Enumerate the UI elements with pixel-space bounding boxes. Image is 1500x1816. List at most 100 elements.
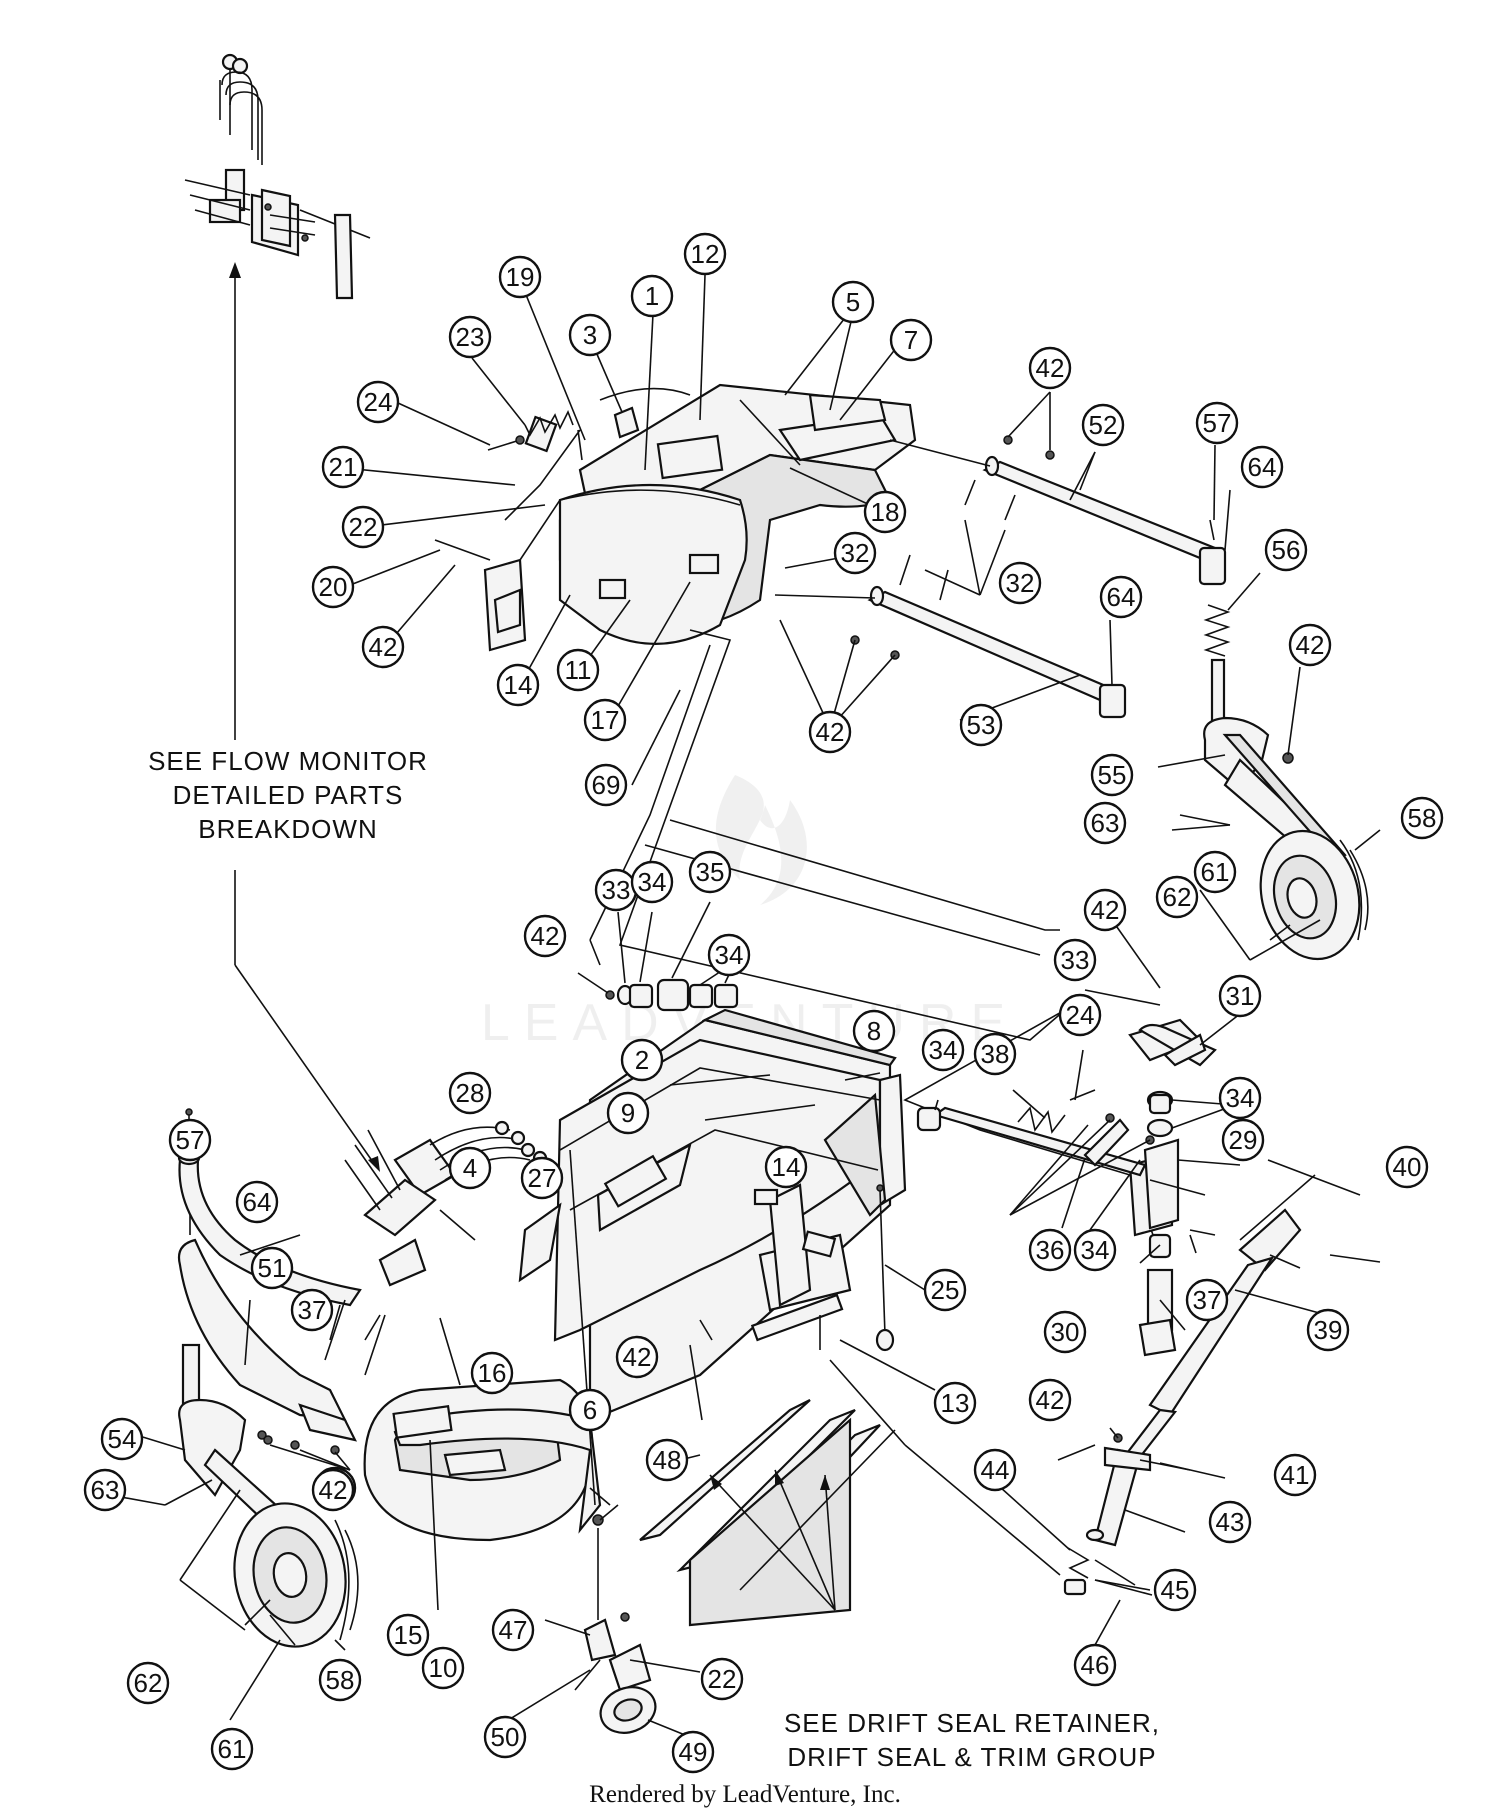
svg-text:42: 42 xyxy=(319,1475,348,1505)
credit-text: Rendered by LeadVenture, Inc. xyxy=(589,1781,901,1808)
svg-text:58: 58 xyxy=(326,1665,355,1695)
svg-text:43: 43 xyxy=(1216,1507,1245,1537)
callout: 45 xyxy=(1153,1568,1197,1612)
callout: 10 xyxy=(421,1646,465,1690)
callout: 50 xyxy=(483,1715,527,1759)
callout-bubbles: 19 1 12 5 7 23 3 24 21 22 20 42 14 11 17… xyxy=(83,232,1444,1774)
callout: 42 xyxy=(1028,346,1072,390)
drift-seal-note: SEE DRIFT SEAL RETAINER, DRIFT SEAL & TR… xyxy=(784,1708,1159,1772)
svg-text:64: 64 xyxy=(1248,452,1277,482)
callout: 1 xyxy=(630,274,674,318)
svg-text:2: 2 xyxy=(635,1045,649,1075)
svg-text:17: 17 xyxy=(591,705,620,735)
callout: 53 xyxy=(959,703,1003,747)
callout: 42 xyxy=(808,710,852,754)
callout: 35 xyxy=(688,850,732,894)
callout: 34 xyxy=(707,933,751,977)
svg-text:62: 62 xyxy=(1163,882,1192,912)
caster-assembly xyxy=(569,1149,657,1734)
callout: 54 xyxy=(100,1417,144,1461)
svg-text:42: 42 xyxy=(369,632,398,662)
svg-text:42: 42 xyxy=(1091,895,1120,925)
callout: 9 xyxy=(606,1091,650,1135)
svg-text:3: 3 xyxy=(583,320,597,350)
svg-text:15: 15 xyxy=(394,1620,423,1650)
svg-text:37: 37 xyxy=(1193,1285,1222,1315)
callout: 27 xyxy=(520,1156,564,1200)
flow-monitor-note-line-3: BREAKDOWN xyxy=(198,814,377,844)
svg-text:33: 33 xyxy=(602,875,631,905)
svg-text:14: 14 xyxy=(504,670,533,700)
svg-text:38: 38 xyxy=(981,1039,1010,1069)
callout: 6 xyxy=(568,1388,612,1432)
svg-text:63: 63 xyxy=(91,1475,120,1505)
lower-body-assembly xyxy=(518,1008,907,1422)
callout: 63 xyxy=(1083,801,1127,845)
svg-text:12: 12 xyxy=(691,239,720,269)
callout: 33 xyxy=(1053,938,1097,982)
svg-text:51: 51 xyxy=(258,1253,287,1283)
callout: 41 xyxy=(1273,1453,1317,1497)
callout: 32 xyxy=(998,561,1042,605)
callout: 37 xyxy=(290,1288,334,1332)
svg-text:34: 34 xyxy=(715,940,744,970)
svg-text:34: 34 xyxy=(929,1035,958,1065)
callout: 29 xyxy=(1221,1118,1265,1162)
callout: 57 xyxy=(1195,401,1239,445)
callout: 42 xyxy=(361,625,405,669)
callout: 12 xyxy=(683,232,727,276)
flow-monitor-arrow xyxy=(229,262,380,1172)
svg-text:28: 28 xyxy=(456,1078,485,1108)
callout: 33 xyxy=(594,868,638,912)
drift-seal-group xyxy=(639,1399,896,1627)
right-hinge-assembly xyxy=(916,1018,1381,1357)
svg-text:69: 69 xyxy=(592,770,621,800)
callout: 40 xyxy=(1385,1145,1429,1189)
spring-icon xyxy=(1203,604,1231,657)
svg-text:52: 52 xyxy=(1089,410,1118,440)
svg-text:22: 22 xyxy=(708,1664,737,1694)
svg-text:42: 42 xyxy=(1296,630,1325,660)
callout: 30 xyxy=(1043,1310,1087,1354)
callout: 39 xyxy=(1306,1308,1350,1352)
callout: 23 xyxy=(448,315,492,359)
svg-text:22: 22 xyxy=(349,512,378,542)
svg-text:14: 14 xyxy=(772,1152,801,1182)
svg-text:30: 30 xyxy=(1051,1317,1080,1347)
svg-text:42: 42 xyxy=(1036,353,1065,383)
spring-icon xyxy=(1017,1106,1066,1134)
callout: 21 xyxy=(321,445,365,489)
callout: 64 xyxy=(1099,575,1143,619)
bushing-row xyxy=(605,978,739,1012)
svg-text:24: 24 xyxy=(1066,1000,1095,1030)
drift-seal-note-line-2: DRIFT SEAL & TRIM GROUP xyxy=(787,1742,1156,1772)
callout: 14 xyxy=(764,1145,808,1189)
svg-text:63: 63 xyxy=(1091,808,1120,838)
callout: 61 xyxy=(210,1727,254,1771)
svg-text:42: 42 xyxy=(1036,1385,1065,1415)
callout: 42 xyxy=(523,914,567,958)
cylinder-assembly xyxy=(1063,1208,1302,1596)
flow-monitor-note-line-2: DETAILED PARTS xyxy=(173,780,404,810)
callout: 14 xyxy=(496,663,540,707)
leader-lines xyxy=(109,274,1381,1736)
svg-text:48: 48 xyxy=(653,1445,682,1475)
svg-text:53: 53 xyxy=(967,710,996,740)
svg-text:44: 44 xyxy=(981,1455,1010,1485)
svg-text:20: 20 xyxy=(319,572,348,602)
svg-text:9: 9 xyxy=(621,1098,635,1128)
callout: 28 xyxy=(448,1071,492,1115)
svg-text:64: 64 xyxy=(243,1187,272,1217)
svg-text:6: 6 xyxy=(583,1395,597,1425)
callout: 5 xyxy=(831,280,875,324)
callout: 64 xyxy=(235,1180,279,1224)
callout: 64 xyxy=(1240,445,1284,489)
svg-text:32: 32 xyxy=(1006,568,1035,598)
callout: 37 xyxy=(1185,1278,1229,1322)
callout: 42 xyxy=(1083,888,1127,932)
svg-text:42: 42 xyxy=(531,921,560,951)
svg-text:34: 34 xyxy=(638,867,667,897)
callout: 47 xyxy=(491,1608,535,1652)
watermark-flame-icon xyxy=(715,775,807,905)
